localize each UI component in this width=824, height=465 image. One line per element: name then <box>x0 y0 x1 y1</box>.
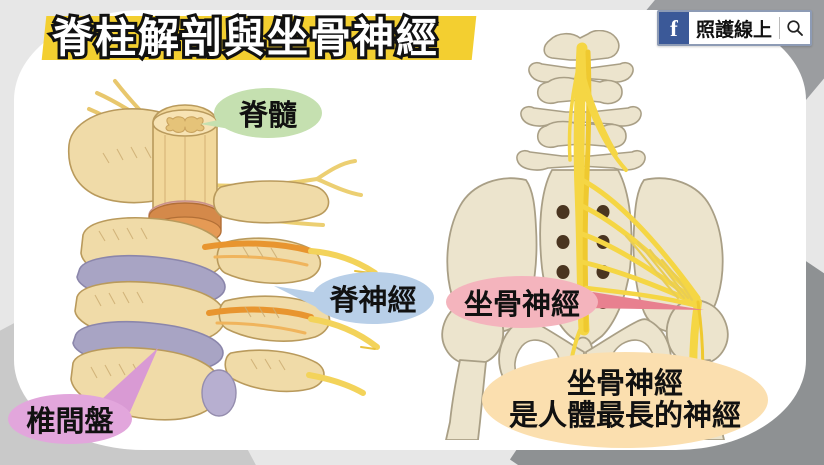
disc-callout[interactable]: 椎間盤 <box>8 394 132 444</box>
sciatic-note: 坐骨神經 是人體最長的神經 <box>482 352 768 448</box>
sciatic-note-line1: 坐骨神經 <box>566 367 683 400</box>
disc-callout-label: 椎間盤 <box>26 406 114 438</box>
brand-badge[interactable]: f 照護線上 <box>656 10 812 46</box>
sciatic-note-line2: 是人體最長的神經 <box>508 400 741 432</box>
spinal-nerve-callout[interactable]: 脊神經 <box>312 272 434 324</box>
disc-callout-tail <box>90 348 158 412</box>
search-icon[interactable] <box>780 12 810 44</box>
page-title: 脊柱解剖與坐骨神經 <box>49 12 440 64</box>
lumbar-spine-illustration <box>67 79 380 421</box>
badge-divider <box>779 17 780 39</box>
spinal-cord-callout-label: 脊髓 <box>238 100 297 132</box>
sciatic-callout-tail <box>580 290 704 310</box>
spinal-nerve-callout-label: 脊神經 <box>329 285 417 317</box>
facebook-f-icon[interactable]: f <box>658 12 689 44</box>
sciatic-callout-label: 坐骨神經 <box>463 289 580 321</box>
spinal-cord-callout[interactable]: 脊髓 <box>214 88 322 138</box>
page-title-text: 脊柱解剖與坐骨神經 <box>52 15 439 61</box>
brand-name: 照護線上 <box>695 19 772 41</box>
sciatic-callout[interactable]: 坐骨神經 <box>446 276 598 328</box>
